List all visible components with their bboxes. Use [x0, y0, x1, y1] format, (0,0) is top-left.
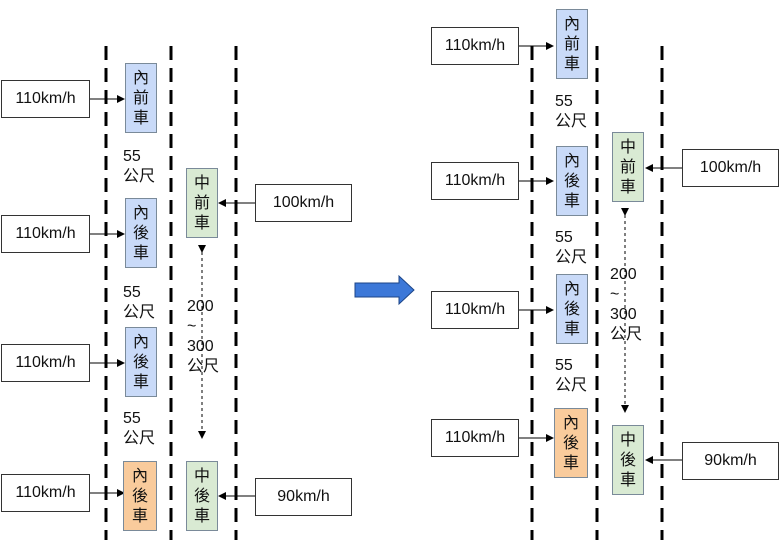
car-label-char: 車 [193, 213, 210, 232]
gap-value: 300 [610, 306, 637, 323]
gap-value: ~ [610, 286, 620, 303]
gap-unit: 公尺 [610, 326, 643, 343]
car-label-char: 後 [132, 223, 149, 242]
gap-value: 55 [555, 229, 573, 246]
car-label-char: 車 [619, 177, 636, 196]
car-label-char: 中 [193, 466, 210, 485]
inner-rear-car: 內 後 車 [125, 198, 157, 268]
gap-value: 55 [123, 148, 141, 165]
inner-rear-car: 內 後 車 [556, 274, 588, 344]
speed-label: 110km/h [431, 27, 519, 65]
gap-label: 55 公尺 [555, 356, 587, 396]
gap-unit: 公尺 [123, 304, 156, 321]
gap-label: 55 公尺 [123, 283, 155, 323]
middle-rear-car: 中 後 車 [612, 425, 644, 495]
car-label-char: 中 [619, 137, 636, 156]
car-label-char: 內 [131, 466, 148, 485]
speed-label: 110km/h [1, 80, 90, 118]
car-label-char: 內 [132, 203, 149, 222]
speed-label: 90km/h [682, 442, 779, 480]
car-label-char: 內 [132, 332, 149, 351]
car-label-char: 前 [193, 193, 210, 212]
car-label-char: 車 [132, 243, 149, 262]
speed-label: 100km/h [682, 149, 779, 187]
car-label-char: 內 [563, 279, 580, 298]
car-label-char: 後 [193, 486, 210, 505]
gap-unit: 公尺 [123, 168, 156, 185]
car-label-char: 車 [619, 470, 636, 489]
car-label-char: 車 [563, 54, 580, 73]
middle-front-car: 中 前 車 [186, 168, 218, 238]
gap-unit: 公尺 [555, 113, 588, 130]
inner-rear-car-highlighted: 內 後 車 [123, 461, 157, 531]
car-label-char: 車 [563, 191, 580, 210]
gap-label: 55 公尺 [123, 147, 155, 187]
inner-rear-car-highlighted: 內 後 車 [554, 408, 588, 478]
gap-label: 55 公尺 [555, 228, 587, 268]
car-label-char: 中 [619, 430, 636, 449]
gap-label: 55 公尺 [123, 409, 155, 449]
car-label-char: 內 [562, 413, 579, 432]
car-label-char: 車 [563, 319, 580, 338]
gap-value: 55 [123, 284, 141, 301]
car-label-char: 後 [619, 450, 636, 469]
car-label-char: 車 [131, 506, 148, 525]
inner-front-car: 內 前 車 [125, 63, 157, 133]
car-label-char: 後 [562, 433, 579, 452]
speed-label: 110km/h [431, 419, 519, 457]
car-label-char: 後 [563, 299, 580, 318]
car-label-char: 前 [132, 88, 149, 107]
car-label-char: 車 [193, 506, 210, 525]
car-label-char: 車 [132, 108, 149, 127]
car-label-char: 內 [563, 14, 580, 33]
transition-arrow [354, 274, 415, 306]
inner-front-car: 內 前 車 [556, 9, 588, 79]
gap-value: 300 [187, 338, 214, 355]
speed-label: 100km/h [255, 184, 352, 222]
speed-label: 110km/h [1, 474, 90, 512]
gap-label: 200 ~ 300 公尺 [610, 265, 642, 345]
gap-unit: 公尺 [555, 249, 588, 266]
car-label-char: 內 [563, 151, 580, 170]
speed-label: 110km/h [431, 291, 519, 329]
middle-front-car: 中 前 車 [612, 132, 644, 202]
car-label-char: 後 [131, 486, 148, 505]
gap-value: ~ [187, 318, 197, 335]
gap-value: 55 [555, 357, 573, 374]
speed-label: 110km/h [1, 344, 90, 382]
inner-rear-car: 內 後 車 [556, 146, 588, 216]
car-label-char: 車 [132, 372, 149, 391]
car-label-char: 前 [563, 34, 580, 53]
car-label-char: 後 [563, 171, 580, 190]
car-label-char: 中 [193, 173, 210, 192]
car-label-char: 前 [619, 157, 636, 176]
gap-label: 200 ~ 300 公尺 [187, 297, 219, 377]
gap-unit: 公尺 [123, 430, 156, 447]
inner-rear-car: 內 後 車 [125, 327, 157, 397]
gap-label: 55 公尺 [555, 92, 587, 132]
car-label-char: 後 [132, 352, 149, 371]
speed-label: 90km/h [255, 478, 352, 516]
car-label-char: 車 [562, 453, 579, 472]
gap-value: 200 [187, 298, 214, 315]
gap-value: 200 [610, 266, 637, 283]
car-label-char: 內 [132, 68, 149, 87]
speed-label: 110km/h [1, 215, 90, 253]
gap-unit: 公尺 [187, 358, 220, 375]
gap-value: 55 [555, 93, 573, 110]
gap-value: 55 [123, 410, 141, 427]
gap-unit: 公尺 [555, 377, 588, 394]
middle-rear-car: 中 後 車 [186, 461, 218, 531]
speed-label: 110km/h [431, 162, 519, 200]
